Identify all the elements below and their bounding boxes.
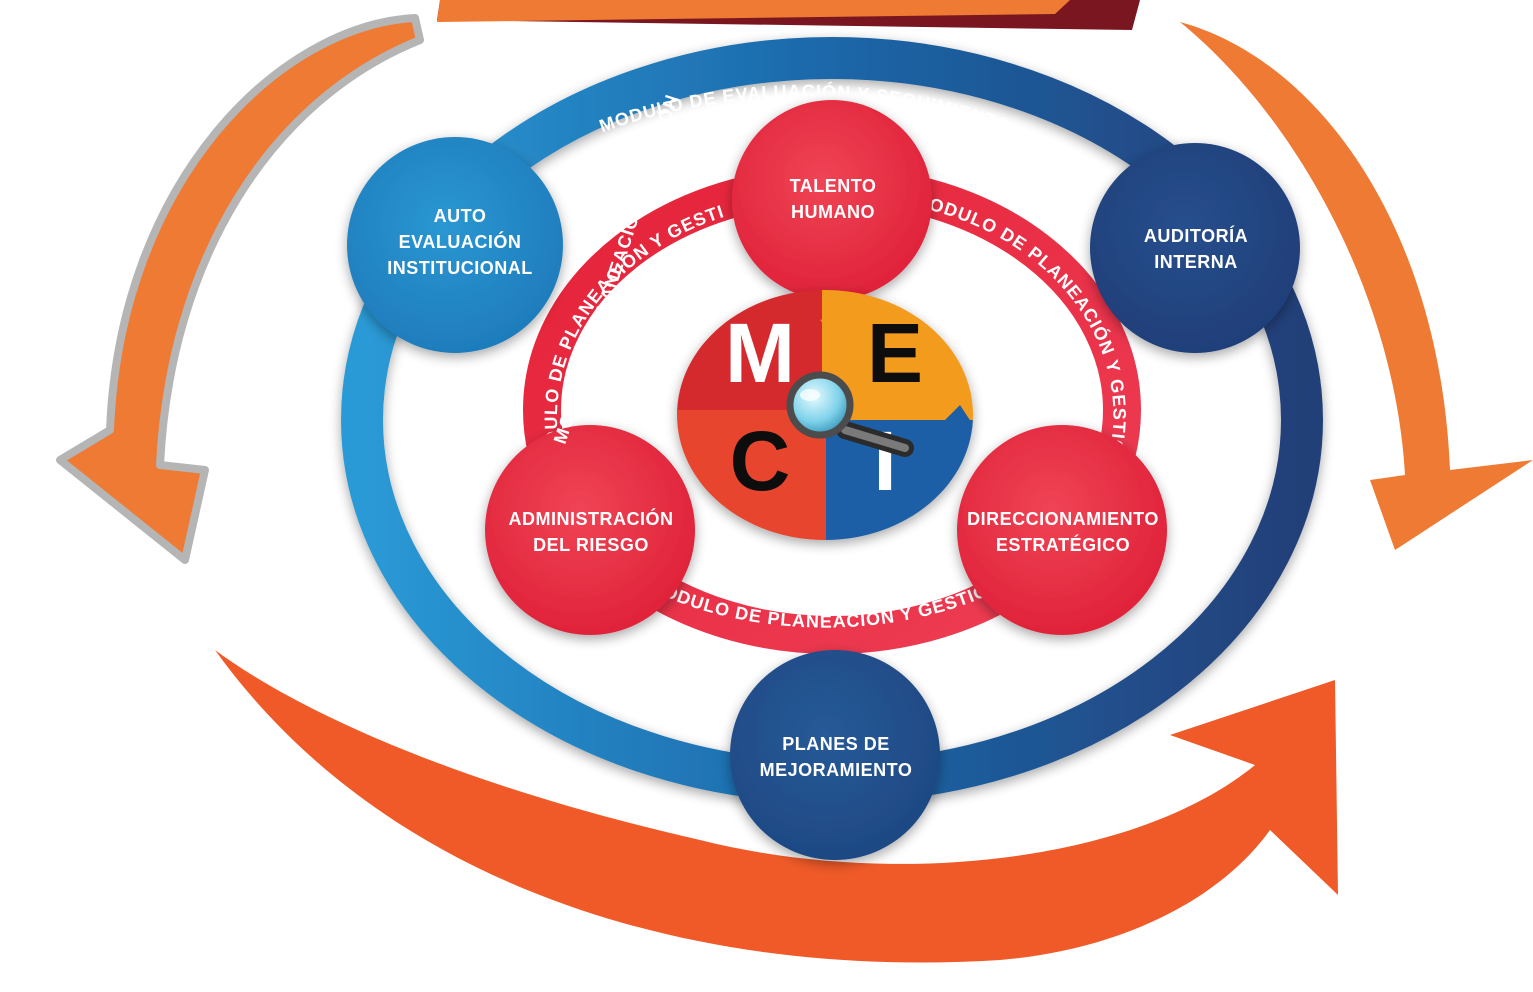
node-administracion-line1: ADMINISTRACIÓN — [509, 508, 674, 529]
node-direccionamiento-line2: ESTRATÉGICO — [996, 534, 1130, 555]
node-autoevaluacion-line2: EVALUACIÓN — [399, 231, 522, 252]
bottom-cycle-arrow — [215, 650, 1338, 963]
right-cycle-arrow — [1180, 22, 1533, 550]
node-direccionamiento-estrategico: DIRECCIONAMIENTO ESTRATÉGICO — [957, 425, 1167, 635]
node-administracion-riesgo: ADMINISTRACIÓN DEL RIESGO — [485, 425, 695, 635]
node-planes-line1: PLANES DE — [782, 734, 890, 754]
node-planes-line2: MEJORAMIENTO — [760, 760, 913, 780]
left-cycle-arrow — [56, 14, 424, 564]
inner-ring-label-left: MODULO DE PLANEACIÓN Y GESTIÓN — [549, 91, 682, 446]
meci-letter-e: E — [867, 306, 923, 400]
node-talento-line2: HUMANO — [791, 202, 875, 222]
node-administracion-line2: DEL RIESGO — [533, 535, 649, 555]
node-autoevaluacion-line3: INSTITUCIONAL — [387, 258, 533, 278]
node-direccionamiento-line1: DIRECCIONAMIENTO — [967, 509, 1159, 529]
node-planes-mejoramiento: PLANES DE MEJORAMIENTO — [730, 650, 940, 860]
node-autoevaluacion-institucional: AUTO EVALUACIÓN INSTITUCIONAL — [347, 137, 563, 353]
node-auditoria-interna: AUDITORÍA INTERNA — [1090, 143, 1300, 353]
magnifying-glass-icon — [786, 371, 914, 457]
node-talento-humano: TALENTO HUMANO — [732, 100, 932, 300]
meci-letter-m: M — [725, 306, 795, 400]
node-talento-line1: TALENTO — [790, 176, 877, 196]
node-auditoria-line2: INTERNA — [1154, 252, 1238, 272]
meci-letter-i: I — [873, 414, 896, 508]
node-auditoria-line1: AUDITORÍA — [1144, 225, 1248, 246]
top-banner — [437, 0, 1140, 30]
meci-letter-c: C — [730, 414, 791, 508]
node-autoevaluacion-line1: AUTO — [434, 206, 487, 226]
